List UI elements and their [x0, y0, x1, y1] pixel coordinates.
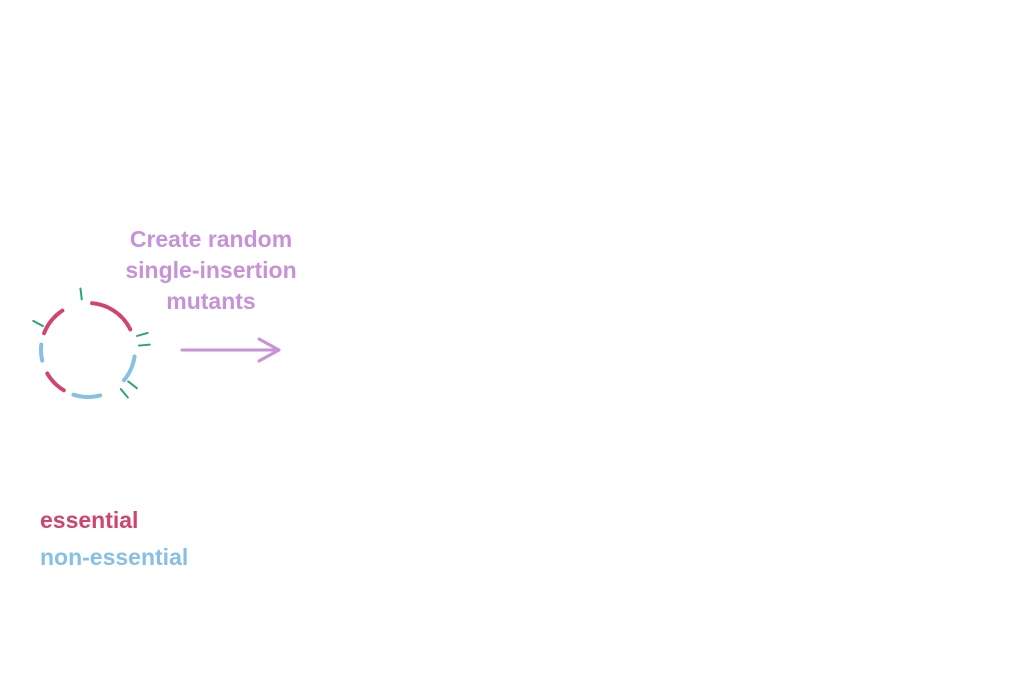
- step-label-line-3: mutants: [166, 288, 256, 314]
- arrow-head: [257, 337, 281, 363]
- non-essential-gene-segment-6: [39, 341, 45, 363]
- insertion-mark-5: [119, 388, 129, 399]
- essential-gene-segment-5: [45, 371, 66, 393]
- non-essential-gene-segment-4: [69, 392, 103, 399]
- legend-non-essential: non-essential: [40, 544, 189, 570]
- insertion-mark-1: [79, 287, 83, 301]
- step-label: Create random single-insertion mutants: [110, 224, 312, 317]
- circular-genome: [39, 301, 137, 399]
- non-essential-gene-segment-3: [122, 354, 137, 383]
- step-label-line-1: Create random: [129, 226, 293, 252]
- insertion-mark-2: [136, 331, 149, 337]
- step-arrow: [180, 337, 281, 363]
- insertion-mark-4: [127, 380, 138, 390]
- essential-gene-segment-2: [90, 301, 133, 332]
- insertion-mark-6: [32, 319, 44, 328]
- essential-gene-segment-1: [42, 308, 65, 336]
- insertion-sites: [32, 287, 151, 399]
- legend: essential non-essential: [40, 502, 188, 576]
- insertion-mark-3: [137, 343, 151, 347]
- step-label-line-2: single-insertion: [125, 257, 297, 283]
- legend-essential: essential: [40, 507, 139, 533]
